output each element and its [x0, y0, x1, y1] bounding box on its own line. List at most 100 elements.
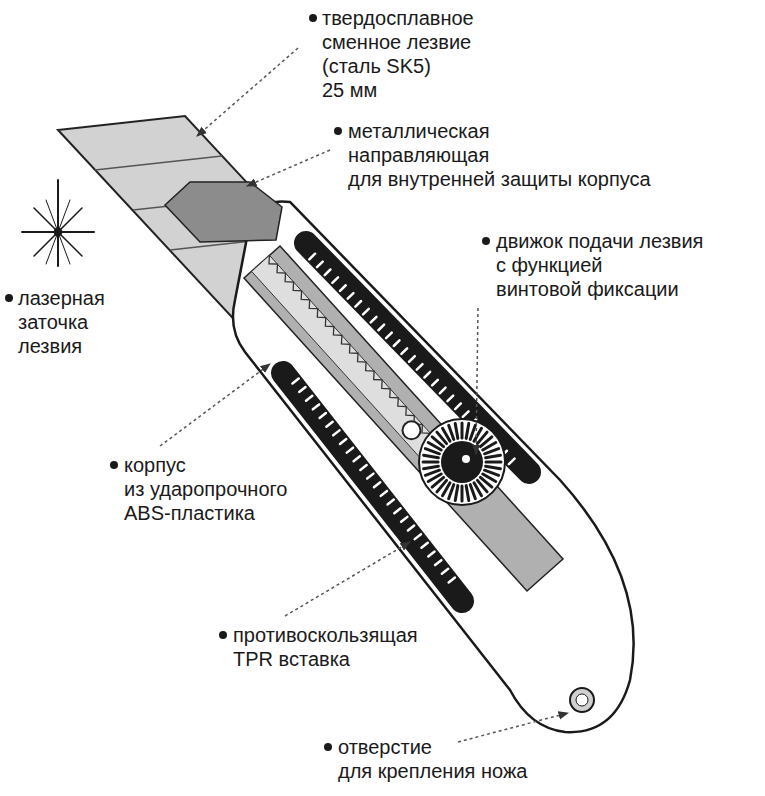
label-line: TPR вставка — [233, 647, 418, 671]
leader-line — [476, 308, 478, 454]
sparkle-ray — [46, 200, 70, 264]
label-line: сменное лезвие — [322, 30, 474, 54]
callout-label: твердосплавное сменное лезвие (сталь SK5… — [322, 6, 474, 102]
callout-label-box: корпус из ударопрочного ABS-пластика — [124, 453, 287, 525]
grip-notch — [408, 526, 414, 531]
grip-notch — [424, 372, 430, 378]
wheel-ridge — [449, 425, 454, 439]
grip-notch — [340, 439, 346, 444]
label-line: корпус — [124, 453, 287, 477]
label-line: из ударопрочного — [124, 477, 287, 501]
grip-notch — [509, 459, 515, 465]
bullet — [309, 14, 317, 22]
leader-line — [458, 713, 568, 742]
grip-notch — [374, 482, 380, 487]
laser-sparkle — [22, 180, 94, 266]
grip-notch — [355, 301, 361, 307]
grip-notch — [449, 577, 455, 582]
grip-notch — [401, 517, 407, 522]
grip-notch — [299, 387, 305, 392]
callout-label-box: отверстие для крепления ножа — [338, 735, 527, 783]
grip-notch — [360, 465, 366, 470]
wheel-ridge — [461, 486, 464, 501]
grip-notch — [306, 396, 312, 401]
grip-notch — [401, 348, 407, 354]
hanging-hole-inner — [576, 694, 588, 706]
label-line: заточка — [18, 310, 105, 334]
grip-notch — [371, 317, 377, 323]
label-line: отверстие — [338, 735, 527, 759]
leader-line — [197, 48, 298, 136]
grip-notch — [415, 534, 421, 539]
label-line: лезвия — [18, 334, 105, 358]
grip-notch — [340, 285, 346, 291]
wheel-ridge — [466, 486, 469, 501]
callout-label: отверстие для крепления ножа — [338, 735, 527, 783]
grip-notch — [348, 293, 354, 299]
grip-notch — [394, 340, 400, 346]
grip-notch — [417, 364, 423, 370]
callout-label-box: лазерная заточка лезвия — [18, 286, 105, 358]
label-line: лазерная — [18, 286, 105, 310]
grip-notch — [333, 430, 339, 435]
label-line: винтовой фиксации — [496, 277, 703, 301]
sparkle-ray — [34, 208, 82, 256]
grip-notch — [428, 551, 434, 556]
callout-label: корпус из ударопрочного ABS-пластика — [124, 453, 287, 525]
wheel-ridge — [425, 470, 439, 475]
bullet — [324, 743, 332, 751]
grip-notch — [381, 491, 387, 496]
hanging-hole — [570, 688, 594, 712]
grip-notch — [455, 403, 461, 409]
wheel-ridge — [461, 423, 464, 438]
wheel-ridge — [423, 461, 438, 464]
grip-notch — [432, 380, 438, 386]
label-line: твердосплавное — [322, 6, 474, 30]
label-line: противоскользящая — [233, 623, 418, 647]
wheel-ridge — [466, 424, 469, 439]
leader-line — [247, 150, 330, 186]
metal-guide — [165, 182, 282, 242]
label-line: направляющая — [348, 143, 651, 167]
grip-notch — [326, 422, 332, 427]
grip-notch — [442, 569, 448, 574]
bullet — [5, 294, 13, 302]
label-line: с функцией — [496, 253, 703, 277]
callout-label: противоскользящая TPR вставка — [233, 623, 418, 671]
wheel-ridge — [455, 486, 458, 501]
callout-label-box: противоскользящая TPR вставка — [233, 623, 418, 671]
wheel-rim — [419, 419, 505, 505]
callout-label: металлическая направляющая для внутренне… — [348, 119, 651, 191]
callout-label-box: движок подачи лезвия с функцией винтовой… — [496, 229, 703, 301]
sparkle-core — [54, 228, 62, 236]
grip-notch — [317, 262, 323, 268]
label-line: для внутренней защиты корпуса — [348, 167, 651, 191]
grip-notch — [463, 411, 469, 417]
wheel-ridge — [486, 461, 501, 464]
bullet — [110, 461, 118, 469]
score-line — [95, 156, 222, 170]
label-line: для крепления ножа — [338, 759, 527, 783]
leader-line — [285, 542, 410, 616]
wheel-ridge — [424, 455, 439, 458]
callout-label: лазерная заточка лезвия — [18, 286, 105, 358]
sparkle-ray — [34, 208, 82, 256]
grip-notch — [325, 269, 331, 275]
grip-notch — [292, 378, 298, 383]
bullet — [219, 631, 227, 639]
label-line: металлическая — [348, 119, 651, 143]
grip-notch — [440, 388, 446, 394]
grip-notch — [409, 356, 415, 362]
grip-notch — [394, 508, 400, 513]
wheel-ridge — [455, 424, 458, 439]
screw-ring — [402, 421, 420, 439]
wheel-ridge — [470, 485, 475, 499]
grip-notch — [347, 448, 353, 453]
grip-notch — [386, 333, 392, 339]
bullet — [482, 237, 490, 245]
callout-label: движок подачи лезвия с функцией винтовой… — [496, 229, 703, 301]
wheel-ridge — [424, 466, 439, 469]
grip-notch — [332, 277, 338, 283]
